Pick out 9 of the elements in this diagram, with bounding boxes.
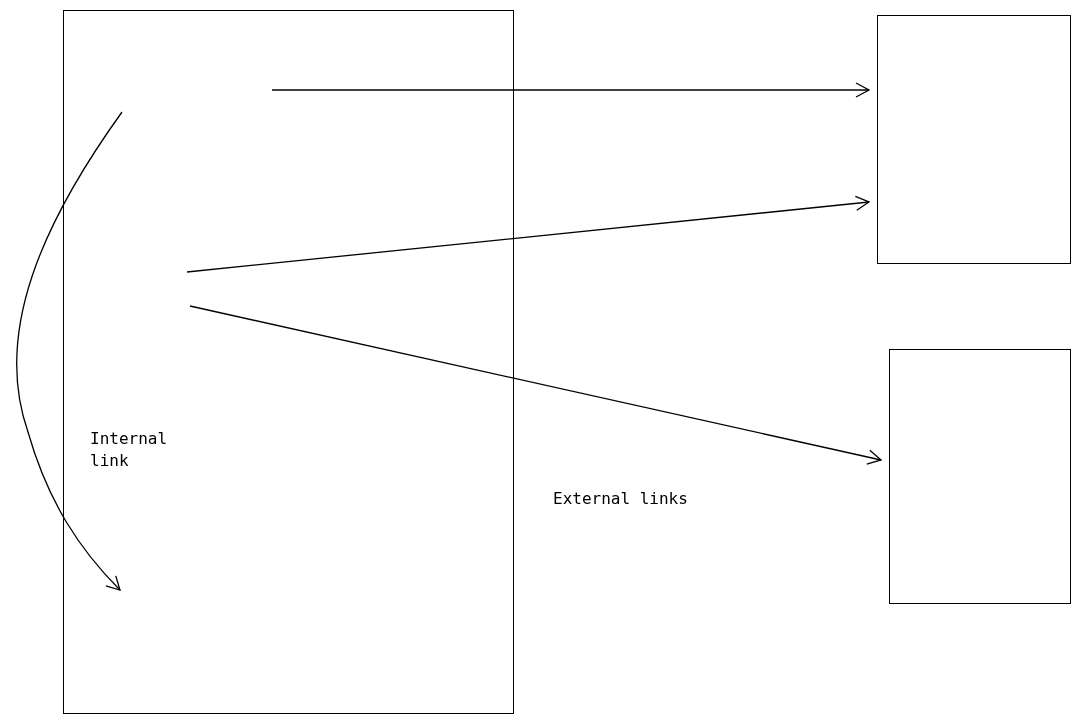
arrow [271,82,870,98]
page-box [877,15,1071,264]
page-box [63,10,514,714]
link-label: Internal link [90,428,169,472]
arrow [186,195,870,273]
arrow [16,111,123,591]
page-box [889,349,1071,604]
link-label: External links [553,488,689,510]
arrow [189,305,882,465]
